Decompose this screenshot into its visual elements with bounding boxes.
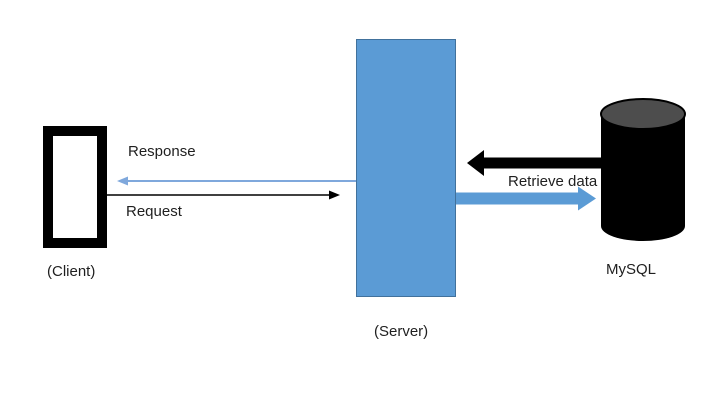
request-arrow-icon bbox=[107, 190, 340, 200]
database-cylinder-icon bbox=[600, 98, 686, 241]
request-arrow-label: Request bbox=[126, 203, 182, 220]
client-node-label: (Client) bbox=[47, 263, 96, 280]
database-node-label: MySQL bbox=[606, 261, 657, 278]
server-node-label: (Server) bbox=[374, 323, 429, 340]
response-arrow-icon bbox=[117, 176, 356, 186]
client-node-shape bbox=[43, 126, 107, 248]
server-to-database-arrow-icon bbox=[456, 186, 596, 211]
server-node-shape bbox=[356, 39, 456, 297]
response-arrow-label: Response bbox=[128, 143, 196, 160]
retrieve-data-arrow-label: Retrieve data bbox=[508, 173, 598, 190]
retrieve-data-arrow-icon bbox=[467, 150, 601, 176]
